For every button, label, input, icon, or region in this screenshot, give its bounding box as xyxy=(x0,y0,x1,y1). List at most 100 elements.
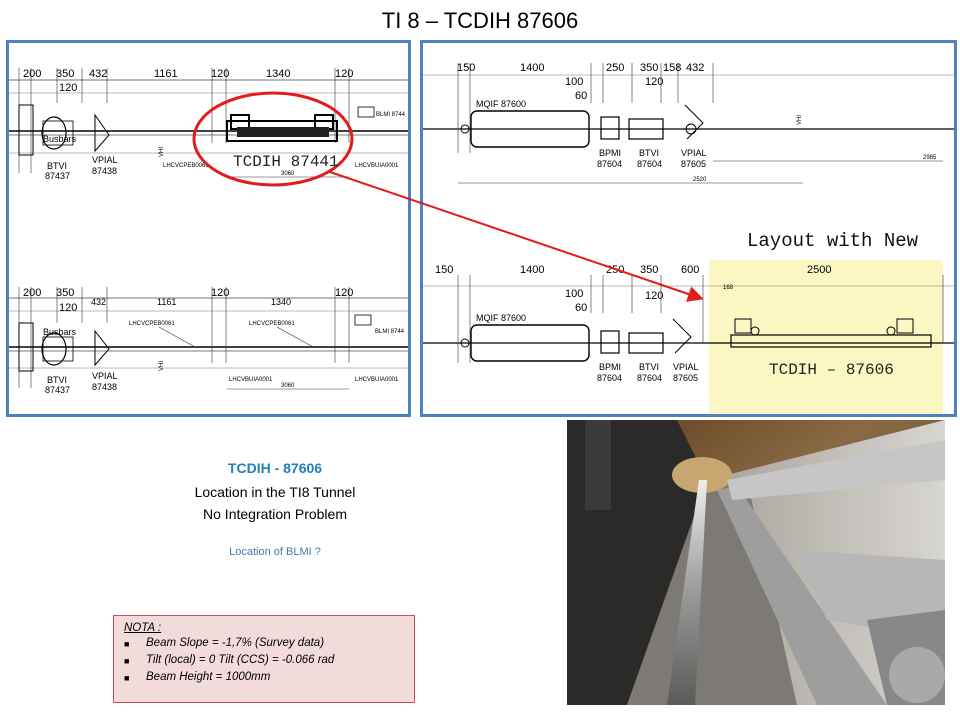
busbars-label: Busbars xyxy=(43,134,77,144)
left-top-section: 200 350 120 432 1161 120 1340 120 Busbar… xyxy=(9,68,408,187)
nota-item: ■Tilt (local) = 0 Tilt (CCS) = -0.066 ra… xyxy=(124,654,335,666)
vpial-label: VPIAL xyxy=(681,148,707,158)
dim-label: 200 xyxy=(23,68,41,80)
dim-label: 200 xyxy=(23,287,41,299)
dim-label: 2985 xyxy=(923,155,937,161)
bpmi-number: 87604 xyxy=(597,373,622,383)
dim-label: 120 xyxy=(59,302,77,314)
dim-label: 432 xyxy=(686,62,704,74)
vpial-label: VPIAL xyxy=(92,155,118,165)
tunnel-photo xyxy=(567,420,945,705)
blmi-label: BLMI 8744 xyxy=(375,329,405,335)
btvi-label: BTVI xyxy=(47,375,67,385)
dim-label: 432 xyxy=(91,297,106,307)
info-location: Location in the TI8 Tunnel xyxy=(194,484,356,500)
dim-label: 120 xyxy=(335,287,353,299)
dim-label: 120 xyxy=(335,68,353,80)
component-code: LHCVBUIA0001 xyxy=(355,377,399,383)
busbars-label: Busbars xyxy=(43,327,77,337)
left-layout-panel: 200 350 120 432 1161 120 1340 120 Busbar… xyxy=(6,40,411,417)
info-heading: TCDIH - 87606 xyxy=(227,460,323,476)
btvi-label: BTVI xyxy=(47,161,67,171)
btvi-number: 87604 xyxy=(637,159,662,169)
dim-label: 350 xyxy=(56,68,74,80)
dim-label: 350 xyxy=(56,287,74,299)
dim-label: 3060 xyxy=(281,383,295,389)
nota-item: ■Beam Slope = -1,7% (Survey data) xyxy=(124,637,325,649)
dim-label: 350 xyxy=(640,62,658,74)
bpmi-number: 87604 xyxy=(597,159,622,169)
vpial-number: 87438 xyxy=(92,166,117,176)
dim-label: 250 xyxy=(606,264,624,276)
dim-label: 120 xyxy=(211,287,229,299)
dim-label: 1400 xyxy=(520,264,544,276)
dim-label: 1340 xyxy=(266,68,290,80)
dim-label: 350 xyxy=(640,264,658,276)
right-top-section: 150 1400 100 60 250 350 158 432 120 MQIF… xyxy=(423,62,954,184)
left-layout-drawing: 200 350 120 432 1161 120 1340 120 Busbar… xyxy=(9,68,408,395)
btvi-number: 87437 xyxy=(45,171,70,181)
dim-label: 3060 xyxy=(281,171,295,177)
bullet-icon: ■ xyxy=(124,639,130,649)
vhi-label: VHI xyxy=(159,147,165,157)
dim-label: 120 xyxy=(645,76,663,88)
dim-label: 60 xyxy=(575,302,587,314)
btvi-number: 87604 xyxy=(637,373,662,383)
mqif-label: MQIF 87600 xyxy=(476,99,526,109)
nota-list: ■Beam Slope = -1,7% (Survey data) ■Tilt … xyxy=(124,637,404,685)
bullet-icon: ■ xyxy=(124,673,130,683)
vhi-label: VHI xyxy=(159,361,165,371)
dim-label: 1161 xyxy=(157,297,176,307)
dim-label: 600 xyxy=(681,264,699,276)
tcdih-old-label: TCDIH 87441 xyxy=(233,153,339,171)
nota-heading: NOTA : xyxy=(124,622,162,634)
nota-box: NOTA : ■Beam Slope = -1,7% (Survey data)… xyxy=(113,615,415,703)
vpial-number: 87605 xyxy=(673,373,698,383)
left-bottom-section: 200 350 120 432 1161 120 1340 120 Busbar… xyxy=(9,287,408,395)
component-code: LHCVCPEB0061 xyxy=(163,163,209,169)
dim-label: 2520 xyxy=(693,177,707,183)
component-code: LHCVCPEB0061 xyxy=(129,321,175,327)
dim-label: 150 xyxy=(435,264,453,276)
dim-label: 100 xyxy=(565,76,583,88)
btvi-number: 87437 xyxy=(45,385,70,395)
layout-new-heading: Layout with New xyxy=(747,230,919,252)
tcdih-new-label: TCDIH – 87606 xyxy=(769,361,894,379)
component-code: LHCVBUIA0001 xyxy=(229,377,273,383)
vpial-label: VPIAL xyxy=(92,371,118,381)
slide-title: TI 8 – TCDIH 87606 xyxy=(381,8,579,33)
bpmi-label: BPMI xyxy=(599,148,621,158)
dim-label: 100 xyxy=(565,288,583,300)
blmi-label: BLMI 8744 xyxy=(376,112,406,118)
dim-label: 1400 xyxy=(520,62,544,74)
bullet-icon: ■ xyxy=(124,656,130,666)
dim-label: 2500 xyxy=(807,264,831,276)
right-layout-panel: 150 1400 100 60 250 350 158 432 120 MQIF… xyxy=(420,40,957,417)
callout-circle xyxy=(192,91,354,187)
dim-label: 250 xyxy=(606,62,624,74)
dim-label: 60 xyxy=(575,90,587,102)
dim-label: 120 xyxy=(211,68,229,80)
mqif-label: MQIF 87600 xyxy=(476,313,526,323)
dim-label: 158 xyxy=(663,62,681,74)
btvi-label: BTVI xyxy=(639,362,659,372)
btvi-label: BTVI xyxy=(639,148,659,158)
vhi-label: VHI xyxy=(797,115,803,125)
dim-label: 1340 xyxy=(271,297,291,307)
component-code: LHCVBUIA0001 xyxy=(355,163,399,169)
new-location-highlight xyxy=(709,260,943,414)
dim-label: 432 xyxy=(89,68,107,80)
vpial-number: 87605 xyxy=(681,159,706,169)
dim-label: 150 xyxy=(457,62,475,74)
bpmi-label: BPMI xyxy=(599,362,621,372)
dim-label: 168 xyxy=(723,285,734,291)
vpial-label: VPIAL xyxy=(673,362,699,372)
info-blmi-question: Location of BLMI ? xyxy=(229,546,321,558)
dim-label: 120 xyxy=(59,82,77,94)
info-integration: No Integration Problem xyxy=(203,506,347,522)
right-layout-drawing: 150 1400 100 60 250 350 158 432 120 MQIF… xyxy=(423,62,954,414)
dim-label: 1161 xyxy=(154,68,178,80)
vpial-number: 87438 xyxy=(92,382,117,392)
nota-item: ■Beam Height = 1000mm xyxy=(124,671,271,683)
component-code: LHCVCPEB0061 xyxy=(249,321,295,327)
